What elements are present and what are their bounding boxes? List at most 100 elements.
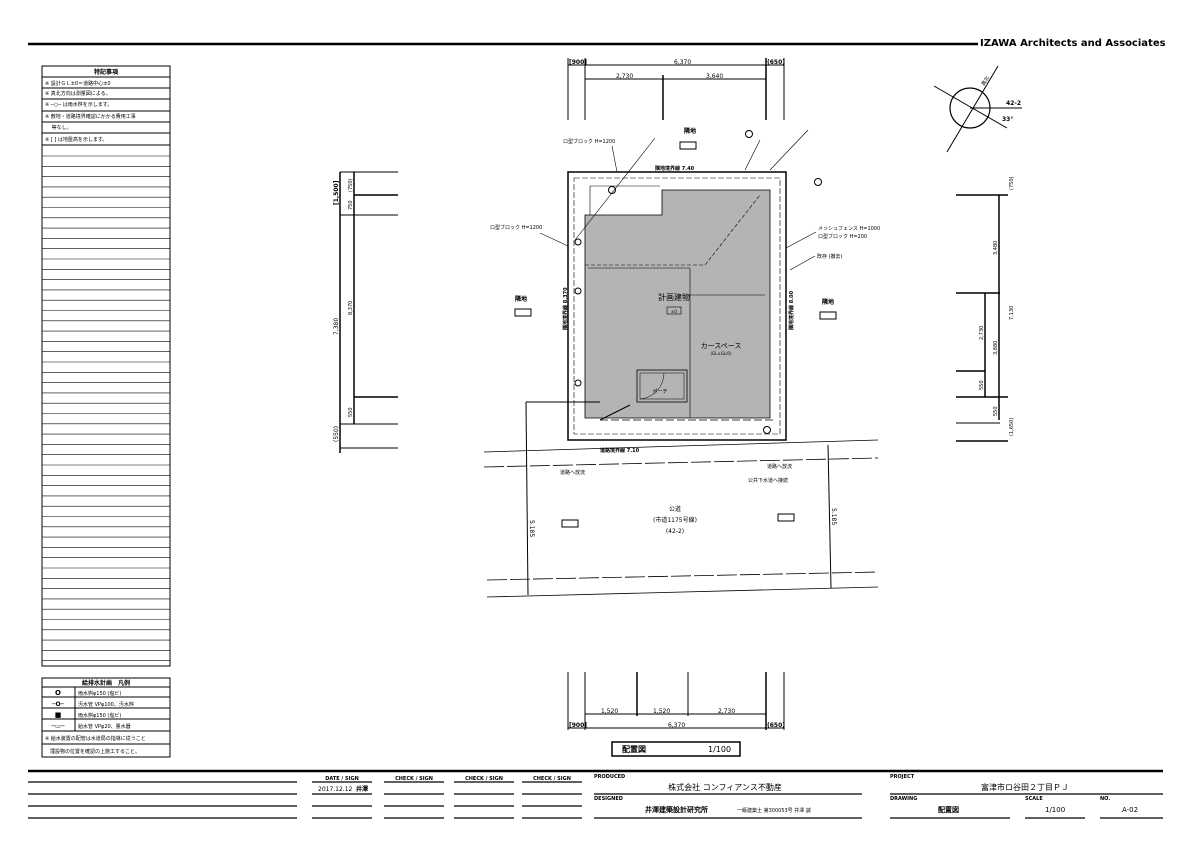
designed-label: DESIGNED [594,796,623,802]
dim-right-b: 3,480 [993,241,999,255]
note-row: ※ ─○─ は雨水桝を示します。 [45,101,112,108]
dim-left-outer1: [1,500] [333,180,340,205]
legend-row: 雨水桝φ150 (塩ビ) [78,690,121,697]
check-label: CHECK / SIGN [533,776,571,782]
label-road-name: (市道1175号線) [653,516,697,524]
notes-table: 特記事項 ※ 設計ＧＬ±0＝道路中心±0 ※ 真北方向は測量図による。 ※ ─○… [41,65,171,667]
north-arrow-icon: 42-2 33° 真北 [933,65,1022,153]
drawing-title: 配置図 [622,744,646,754]
legend-title: 給排水計画 凡例 [82,679,130,687]
label-fence-top: ロ型ブロック H=1200 [563,138,615,145]
water-meter-symbol-icon: ─▭─ [51,723,65,730]
sign-value: 井澤 [356,785,368,793]
dim-left-d: 550 [348,407,354,417]
no-label: NO. [1100,796,1110,802]
legend-table: 給排水計画 凡例 O 雨水桝φ150 (塩ビ) ─O─ 汚水管 VPφ100、汚… [41,677,171,758]
designer-reg: 一級建築士 第300053号 井澤 誠 [737,807,811,814]
label-porch: ポーチ [652,388,667,395]
compass-code: 42-2 [1006,100,1021,107]
label-fence-right: メッシュフェンス H=1000 [818,226,880,232]
dim-right-d: 3,880 [993,341,999,355]
note-row: 等なし。 [45,124,72,131]
label-neighbor-top: 隣地 [684,127,696,135]
dim-right-a: (750) [1009,177,1015,190]
dim-top-total: 6,370 [674,59,691,66]
sewer-pipe-symbol-icon: ─O─ [51,701,65,708]
title-block: DATE / SIGN 2017.12.12 井澤 CHECK / SIGN C… [28,769,1163,819]
label-car-sub: (GL±GL/0) [710,351,731,356]
legend-row: 汚水管 VPφ100、汚水桝 [78,701,134,708]
label-fence-right2: ロ型ブロック H=200 [818,233,867,240]
dim-left-a: (750) [348,179,354,192]
legend-footer: ※ 給水装置の配管は水道局の指導に従うこと [45,735,146,742]
planned-building [584,189,771,419]
road-width-right: 5.185 [830,508,837,525]
dim-bottom-seg2: 1,520 [653,708,670,715]
dim-left-c: 8,370 [348,301,354,315]
date-value: 2017.12.12 [318,786,353,793]
legend-row: 雨水桝φ150 (塩ビ) [78,712,121,719]
label-drain-road-right: 道路へ放流 [767,463,792,470]
dim-left-b: 750 [348,200,354,210]
label-road-boundary: 道路境界線 7.10 [600,447,640,454]
label-neighbor-left: 隣地 [515,295,527,303]
drawing-scale: 1/100 [708,745,731,754]
check-label: CHECK / SIGN [395,776,433,782]
scale-label: SCALE [1025,796,1043,802]
dim-right-g: (1,650) [1009,418,1015,436]
dim-top-seg1: 2,730 [616,73,633,80]
label-neighbor-right: 隣地 [822,298,834,306]
label-existing: 既存 (撤去) [817,253,843,260]
dim-left-outer3: (550) [333,426,340,442]
gl-marker: ±0 [671,309,677,314]
label-top-boundary: 隣地境界線 7.40 [655,165,695,172]
label-left-boundary: 隣地境界線 8.370 [562,287,569,330]
dim-top-seg2: 3,640 [706,73,723,80]
designer-name: 井澤建築設計研究所 [645,805,708,814]
label-car-space: カースペース [701,342,742,350]
dim-right-c: 2,730 [979,326,985,340]
no-value: A-02 [1122,806,1138,814]
dim-left-outer2: 7,380 [333,318,340,335]
dim-top-left: [900] [569,59,587,66]
drawing-name: 配置図 [938,805,959,814]
label-road-code: (42-2) [666,528,684,535]
label-road: 公道 [669,505,681,513]
label-building: 計画建物 [658,292,690,302]
dim-bottom-left: [900] [569,722,587,729]
site-plan: [900] 6,370 (650) 2,730 3,640 計画建物 カースペー… [333,58,1015,757]
dim-right-e: 550 [979,380,985,390]
drawing-label: DRAWING [890,796,917,802]
dim-top-right: (650) [767,59,785,66]
producer-name: 株式会社 コンフィアンス不動産 [668,782,782,792]
label-right-boundary: 隣地境界線 8.00 [788,290,795,330]
dim-bottom-total: 6,370 [668,722,685,729]
notes-title: 特記事項 [94,68,119,76]
note-row: ※ [ ] は地盤高を示します。 [45,136,107,143]
square-basin-symbol-icon: ■ [55,711,62,719]
drawing-title-box [611,741,741,757]
scale-value: 1/100 [1045,806,1065,814]
dim-bottom-seg1: 1,520 [601,708,618,715]
note-row: ※ 設計ＧＬ±0＝道路中心±0 [45,80,111,87]
note-row: ※ 敷地・道路境界確認にかかる費用工事 [45,113,136,120]
road-width-left: 5.185 [528,520,535,537]
project-label: PROJECT [890,774,915,780]
label-drain-road: 道路へ放流 [560,469,585,476]
check-label: CHECK / SIGN [465,776,503,782]
producer-label: PRODUCED [594,774,625,780]
label-drain-sewer: 公共下水道へ接続 [748,477,788,484]
date-label: DATE / SIGN [325,776,359,782]
compass-angle: 33° [1002,116,1013,123]
dim-bottom-seg3: 2,730 [718,708,735,715]
dim-right-f: 550 [993,406,999,416]
firm-name: IZAWA Architects and Associates [980,38,1166,49]
compass-north: 真北 [980,75,991,87]
project-name: 富津市ロ谷田２丁目ＰＪ [981,782,1069,792]
dim-bottom-right: (650) [767,722,785,729]
label-fence-left: ロ型ブロック H=1200 [490,224,542,231]
legend-footer: 埋設物の位置を確認の上施工すること。 [45,748,140,755]
public-road [483,401,879,598]
rain-basin-symbol-icon: O [55,689,61,697]
